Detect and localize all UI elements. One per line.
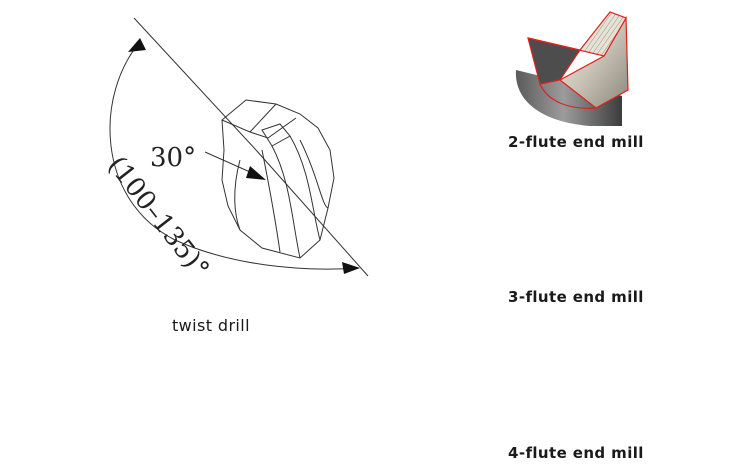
drill-chisel-edge [261,123,291,147]
cutting-edge-top [527,11,627,57]
end-mill-4-flute-caption: 4-flute end mill [508,444,644,462]
angle-reference-line-upper [133,17,257,151]
drill-flute-line-4 [261,149,281,253]
flute-face-right [558,15,629,109]
angle-reference-line-lower [255,149,369,277]
point-angle-arrowhead [246,166,266,180]
drill-margin-line [234,159,241,231]
point-angle-label: 30° [150,143,196,173]
twist-drill-caption: twist drill [172,316,250,335]
end-mill-2-flute-photo [515,11,629,126]
end-mill-2-flute-caption: 2-flute end mill [508,133,644,151]
drill-cutting-lip-2 [249,117,297,139]
flute-relief [539,83,597,109]
arc-arrowhead-top [128,38,146,52]
point-angle-leader [204,151,251,173]
end-mill-3-flute-caption: 3-flute end mill [508,288,644,306]
drill-body-outline [221,99,335,259]
included-angle-arc [109,41,359,270]
drill-flute-line-1 [271,145,301,259]
arc-arrowhead-bottom [342,262,360,274]
drill-flute-line-2 [289,135,321,241]
twist-drill-drawing [109,17,369,277]
drill-flute-line-3 [299,139,329,209]
